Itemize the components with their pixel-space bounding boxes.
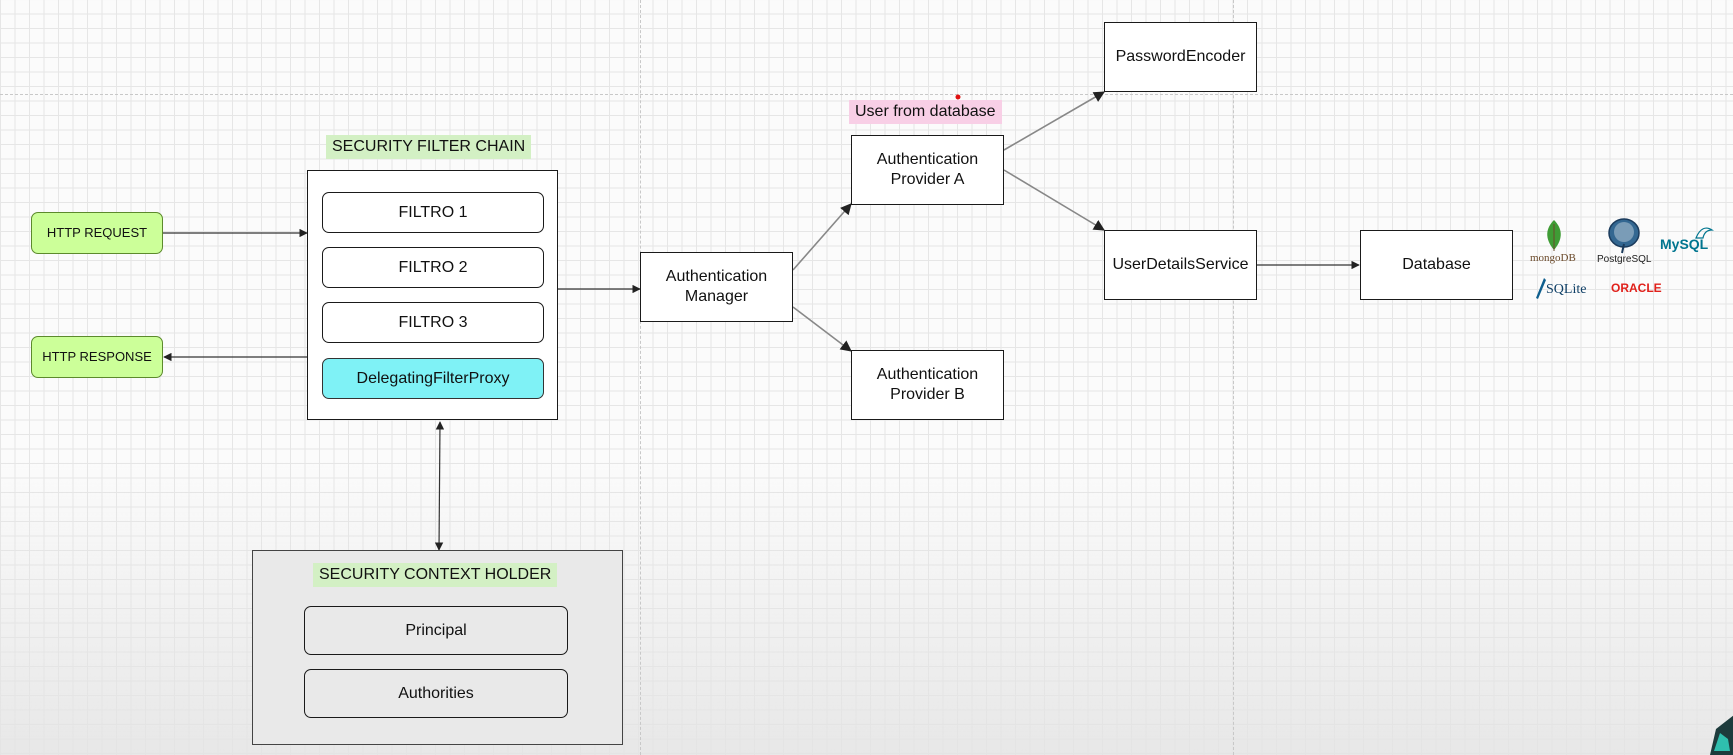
filter-1-label: FILTRO 1 [398,203,468,221]
database-label: Database [1402,256,1471,273]
postgresql-logo: PostgreSQL [1594,216,1654,268]
principal-node[interactable]: Principal [304,606,568,655]
corner-badge-icon [1710,715,1733,755]
authentication-provider-b-node[interactable]: Authentication Provider B [851,350,1004,420]
filter-1-node[interactable]: FILTRO 1 [322,192,544,233]
guide-line [1233,0,1234,755]
principal-label: Principal [405,621,467,639]
http-response-node[interactable]: HTTP RESPONSE [31,336,163,378]
user-details-service-label: UserDetailsService [1112,256,1249,273]
http-request-node[interactable]: HTTP REQUEST [31,212,163,254]
arrow-provider-a-to-uds [1003,169,1105,231]
oracle-logo-text: ORACLE [1611,281,1662,295]
sqlite-text: SQLite [1546,282,1587,297]
authorities-label: Authorities [398,684,474,702]
authentication-manager-label: Authentication Manager [665,268,768,305]
authentication-manager-node[interactable]: Authentication Manager [640,252,793,322]
arrow-provider-a-to-encoder [1003,91,1105,151]
http-response-label: HTTP RESPONSE [42,349,152,364]
security-context-holder[interactable]: SECURITY CONTEXT HOLDER Principal Author… [252,550,623,745]
arrow-manager-to-provider-a [792,203,852,271]
password-encoder-label: PasswordEncoder [1115,48,1246,65]
user-from-database-label: User from database [849,100,1002,124]
pointer-dot [955,94,961,100]
mysql-dolphin-icon [1695,227,1714,239]
delegating-filter-proxy-label: DelegatingFilterProxy [356,369,510,387]
guide-line [0,94,1733,95]
mysql-text: MySQL [1660,236,1709,252]
authentication-provider-b-label: Authentication Provider B [876,366,979,403]
sqlite-logo: SQLite [1532,276,1602,302]
authentication-provider-a-label: Authentication Provider A [876,151,979,188]
postgresql-text: PostgreSQL [1597,254,1652,265]
mongodb-text: mongoDB [1530,252,1576,264]
filter-2-label: FILTRO 2 [398,258,468,276]
filter-3-label: FILTRO 3 [398,313,468,331]
filter-3-node[interactable]: FILTRO 3 [322,302,544,343]
authorities-node[interactable]: Authorities [304,669,568,718]
mysql-logo: MySQL [1658,226,1718,256]
postgresql-elephant-icon [1608,218,1640,254]
delegating-filter-proxy-node[interactable]: DelegatingFilterProxy [322,358,544,399]
guide-line [640,0,641,755]
user-details-service-node[interactable]: UserDetailsService [1104,230,1257,300]
arrow-manager-to-provider-b [792,306,852,352]
sqlite-feather-icon [1536,278,1546,299]
filter-chain-title: SECURITY FILTER CHAIN [326,135,532,159]
arrow-chain-context [434,421,445,551]
database-node[interactable]: Database [1360,230,1513,300]
http-request-label: HTTP REQUEST [46,225,148,240]
filter-2-node[interactable]: FILTRO 2 [322,247,544,288]
password-encoder-node[interactable]: PasswordEncoder [1104,22,1257,92]
context-holder-title: SECURITY CONTEXT HOLDER [313,563,558,587]
mongodb-leaf-icon [1547,220,1561,251]
security-filter-chain[interactable]: FILTRO 1 FILTRO 2 FILTRO 3 DelegatingFil… [307,170,558,420]
mongodb-logo: mongoDB [1526,218,1582,268]
authentication-provider-a-node[interactable]: Authentication Provider A [851,135,1004,205]
